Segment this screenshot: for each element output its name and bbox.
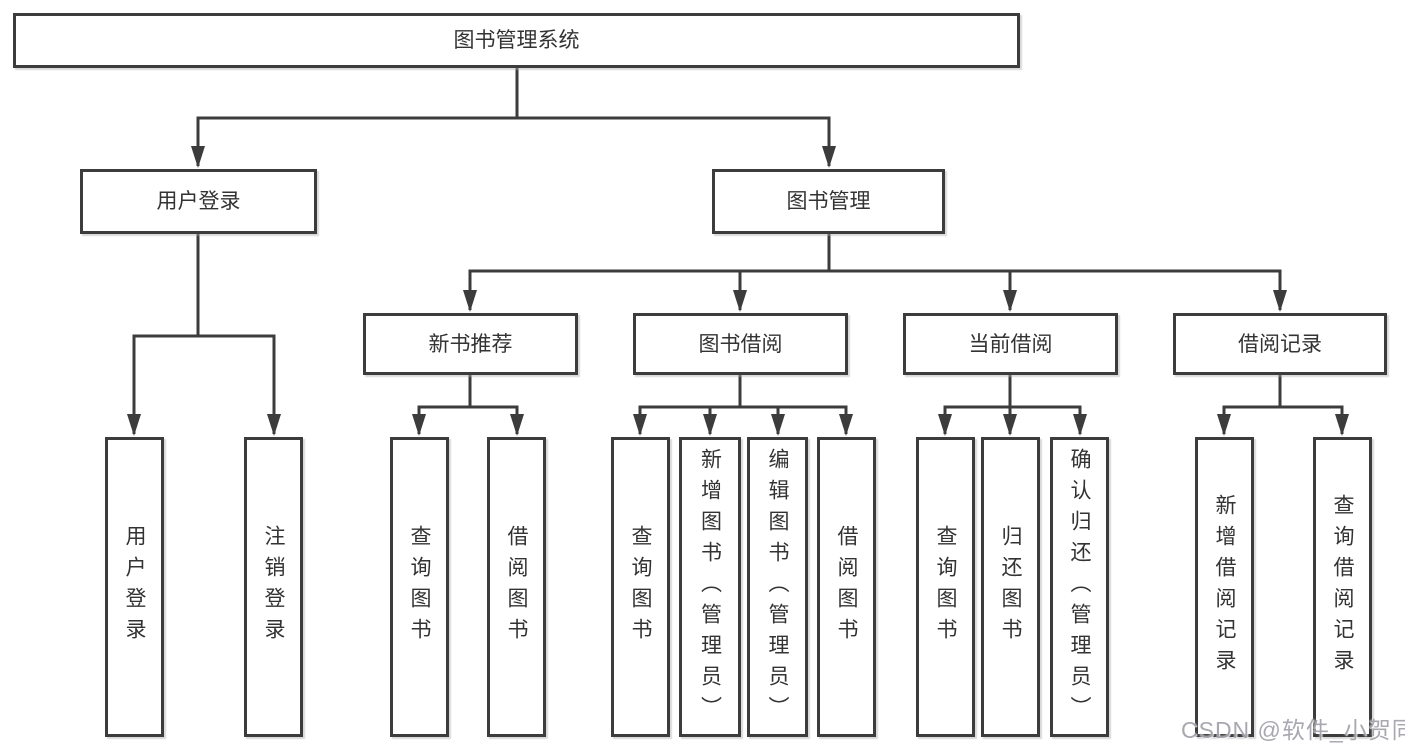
node-root-system: 图书管理系统	[13, 13, 1020, 68]
leaf-add-borrow-record: 新增借阅记录	[1195, 437, 1254, 737]
edge-borrow-add	[703, 375, 742, 436]
node-module-current-borrow: 当前借阅	[903, 313, 1118, 375]
leaf-query-books-borrow: 查询图书	[611, 437, 670, 737]
edge-borrow-borrow	[738, 375, 853, 436]
edge-mgmt-records	[827, 234, 1287, 312]
node-module-book-borrow: 图书借阅	[633, 313, 848, 375]
leaf-query-books-current: 查询图书	[916, 437, 975, 737]
edge-borrow-edit	[738, 375, 785, 436]
csdn-watermark: CSDN @软件_小贺同学	[1181, 717, 1405, 743]
leaf-add-book-admin: 新增图书（管理员）	[679, 437, 741, 737]
edge-login-logout	[196, 234, 281, 436]
leaf-edit-book-admin: 编辑图书（管理员）	[747, 437, 808, 737]
edge-borrow-query	[633, 375, 742, 436]
edge-recommend-query	[412, 375, 472, 436]
leaf-confirm-return-admin: 确认归还（管理员）	[1050, 437, 1109, 737]
leaf-borrow-book-recommend: 借阅图书	[487, 437, 546, 737]
edge-current-confirm	[1008, 375, 1087, 436]
node-module-new-book-recommend: 新书推荐	[363, 313, 578, 375]
edge-records-query	[1278, 375, 1349, 436]
leaf-borrow-book: 借阅图书	[817, 437, 876, 737]
node-branch-user-login: 用户登录	[80, 169, 317, 234]
edge-root-user-login	[191, 68, 519, 168]
edge-root-book-management	[515, 68, 836, 168]
edge-current-query	[938, 375, 1012, 436]
leaf-query-borrow-record: 查询借阅记录	[1313, 437, 1372, 737]
edge-login-user-login	[127, 234, 200, 436]
edge-records-add	[1217, 375, 1282, 436]
node-branch-book-management: 图书管理	[712, 169, 945, 234]
edge-mgmt-borrow	[733, 234, 831, 312]
node-module-borrow-records: 借阅记录	[1173, 313, 1387, 375]
leaf-logout: 注销登录	[244, 437, 303, 737]
leaf-query-books-recommend: 查询图书	[390, 437, 449, 737]
leaf-return-book: 归还图书	[981, 437, 1040, 737]
leaf-user-login: 用户登录	[105, 437, 164, 737]
edge-recommend-borrow	[468, 375, 524, 436]
